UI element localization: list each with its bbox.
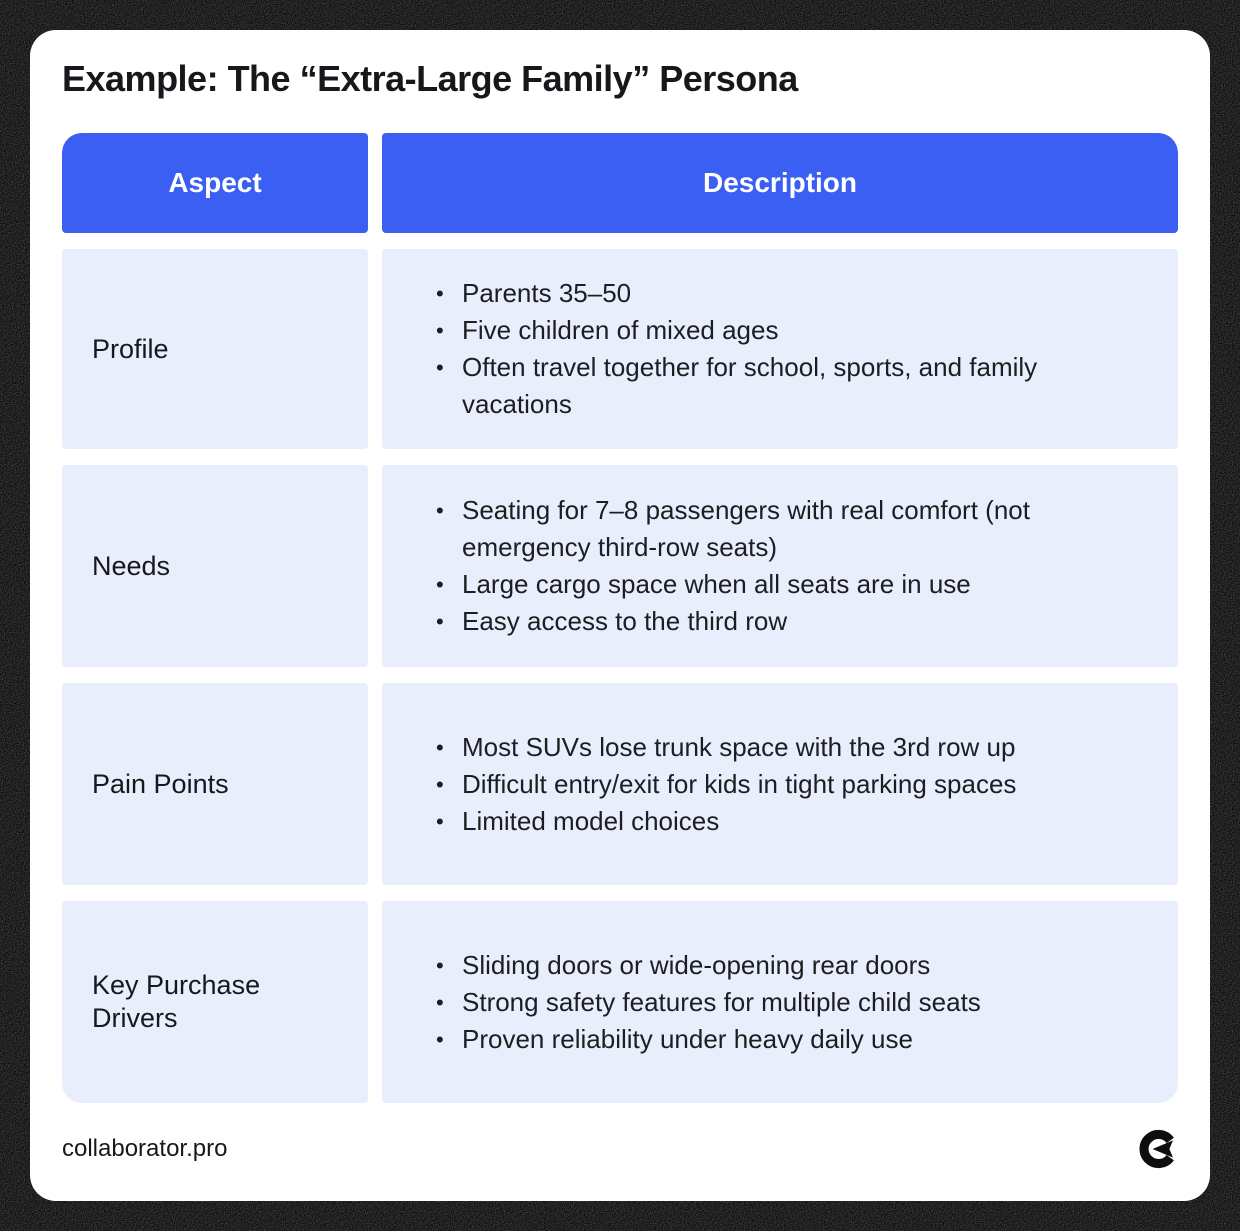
bullet-icon: •: [436, 281, 444, 307]
bullet-text: Proven reliability under heavy daily use: [462, 1023, 913, 1054]
bullet-text: Sliding doors or wide-opening rear doors: [462, 949, 931, 980]
bullet-icon: •: [436, 498, 444, 524]
description-list: • Sliding doors or wide-opening rear door…: [436, 947, 1150, 1058]
bullet-text: Most SUVs lose trunk space with the 3rd …: [462, 731, 1016, 762]
aspect-cell-needs: Needs: [62, 465, 368, 668]
column-header-description: Description: [382, 133, 1178, 234]
bullet-item: • Strong safety features for multiple chi…: [436, 984, 1150, 1021]
bullet-item: • Difficult entry/exit for kids in tight …: [436, 766, 1150, 803]
bullet-item: • Often travel together for school, sport…: [436, 349, 1150, 423]
bullet-icon: •: [436, 318, 444, 344]
bullet-text: Limited model choices: [462, 805, 720, 836]
column-header-aspect: Aspect: [62, 133, 368, 234]
description-list: • Parents 35–50 • Five children of mixed a…: [436, 275, 1150, 423]
aspect-label: Profile: [92, 333, 169, 364]
description-list: • Most SUVs lose trunk space with the 3rd…: [436, 729, 1150, 840]
bullet-text: Five children of mixed ages: [462, 315, 779, 346]
bullet-text: Strong safety features for multiple chil…: [462, 986, 981, 1017]
bullet-item: • Most SUVs lose trunk space with the 3rd…: [436, 729, 1150, 766]
site-name: collaborator.pro: [62, 1135, 228, 1163]
aspect-cell-profile: Profile: [62, 249, 368, 450]
footer: collaborator.pro: [62, 1129, 1178, 1169]
description-cell-pain-points: • Most SUVs lose trunk space with the 3rd…: [382, 683, 1178, 886]
bullet-icon: •: [436, 355, 444, 381]
description-cell-needs: • Seating for 7–8 passengers with real co…: [382, 465, 1178, 668]
aspect-cell-pain-points: Pain Points: [62, 683, 368, 886]
bullet-item: • Limited model choices: [436, 803, 1150, 840]
bullet-item: • Parents 35–50: [436, 275, 1150, 312]
bullet-item: • Seating for 7–8 passengers with real co…: [436, 492, 1150, 566]
bullet-icon: •: [436, 734, 444, 760]
aspect-label: Needs: [92, 550, 171, 581]
column-header-description-label: Description: [702, 167, 858, 199]
content-card: Example: The “Extra-Large Family” Person…: [30, 30, 1210, 1201]
bullet-icon: •: [436, 572, 444, 598]
column-header-aspect-label: Aspect: [168, 167, 262, 199]
persona-table: Aspect Description Profile • Parents 35–5…: [62, 133, 1178, 1104]
bullet-item: • Large cargo space when all seats are in…: [436, 566, 1150, 603]
bullet-item: • Proven reliability under heavy daily us…: [436, 1021, 1150, 1058]
bullet-text: Parents 35–50: [462, 278, 632, 309]
aspect-cell-key-purchase-drivers: Key Purchase Drivers: [62, 901, 368, 1104]
bullet-item: • Sliding doors or wide-opening rear door…: [436, 947, 1150, 984]
description-cell-key-purchase-drivers: • Sliding doors or wide-opening rear door…: [382, 901, 1178, 1104]
bullet-icon: •: [436, 952, 444, 978]
bullet-text: Often travel together for school, sports…: [462, 352, 1038, 420]
description-cell-profile: • Parents 35–50 • Five children of mixed a…: [382, 249, 1178, 450]
bullet-text: Easy access to the third row: [462, 606, 788, 637]
aspect-label: Key Purchase Drivers: [92, 969, 261, 1034]
bullet-text: Seating for 7–8 passengers with real com…: [462, 495, 1030, 563]
aspect-label: Pain Points: [92, 768, 229, 799]
bullet-icon: •: [436, 1026, 444, 1052]
bullet-icon: •: [436, 771, 444, 797]
page-title: Example: The “Extra-Large Family” Person…: [62, 58, 798, 99]
bullet-icon: •: [436, 808, 444, 834]
bullet-text: Difficult entry/exit for kids in tight p…: [462, 768, 1017, 799]
collaborator-logo-icon: [1139, 1130, 1174, 1169]
description-list: • Seating for 7–8 passengers with real co…: [436, 492, 1150, 640]
bullet-item: • Easy access to the third row: [436, 603, 1150, 640]
bullet-icon: •: [436, 609, 444, 635]
bullet-icon: •: [436, 989, 444, 1015]
bullet-item: • Five children of mixed ages: [436, 312, 1150, 349]
bullet-text: Large cargo space when all seats are in …: [462, 569, 971, 600]
